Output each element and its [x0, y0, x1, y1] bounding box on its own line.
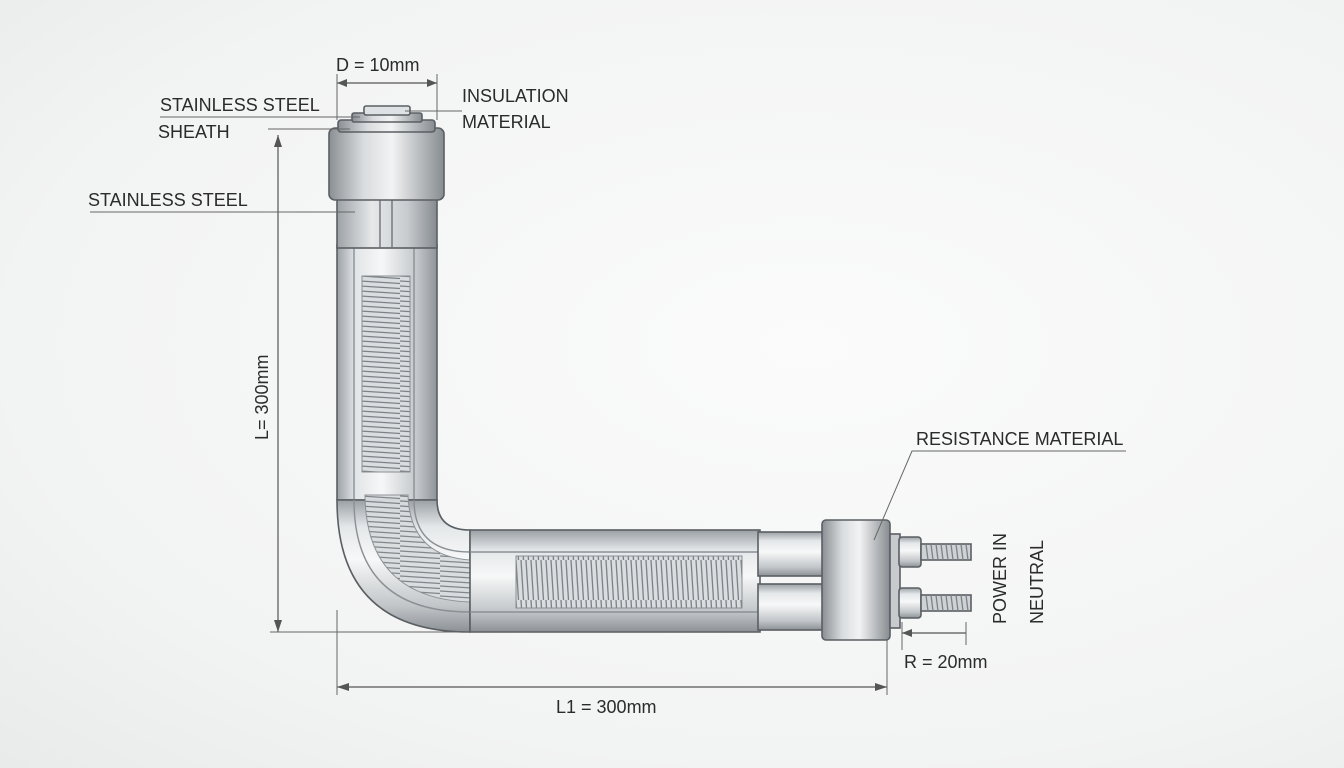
vertical-coil: [361, 275, 411, 473]
resistance-leader: [873, 450, 1126, 541]
radius-dimension: [901, 622, 967, 650]
top-fitting: [328, 105, 445, 249]
sheath-label-line1: STAINLESS STEEL: [160, 95, 320, 115]
vertical-length-label: L= 300mm: [252, 354, 272, 440]
horizontal-coil: [515, 555, 743, 609]
terminal-block: [821, 519, 972, 641]
power-terminal: [898, 536, 972, 568]
vertical-length-dimension: [270, 135, 760, 633]
sheath-label-line2: SHEATH: [158, 122, 230, 142]
horizontal-length-dimension: [336, 610, 888, 695]
neutral-terminal: [898, 587, 972, 619]
diameter-label: D = 10mm: [336, 55, 420, 75]
insulation-label-line1: INSULATION: [462, 86, 569, 106]
horizontal-sheath: [469, 529, 825, 633]
horizontal-length-label: L1 = 300mm: [556, 697, 657, 717]
power-in-label: POWER IN: [990, 533, 1010, 624]
stainless-steel-label: STAINLESS STEEL: [88, 190, 248, 210]
neutral-label: NEUTRAL: [1027, 540, 1047, 624]
resistance-label: RESISTANCE MATERIAL: [916, 429, 1123, 449]
elbow-bend: [336, 494, 471, 633]
vertical-sheath: [336, 244, 438, 501]
insulation-label-line2: MATERIAL: [462, 112, 551, 132]
radius-label: R = 20mm: [904, 652, 988, 672]
diameter-dimension: [336, 74, 438, 120]
